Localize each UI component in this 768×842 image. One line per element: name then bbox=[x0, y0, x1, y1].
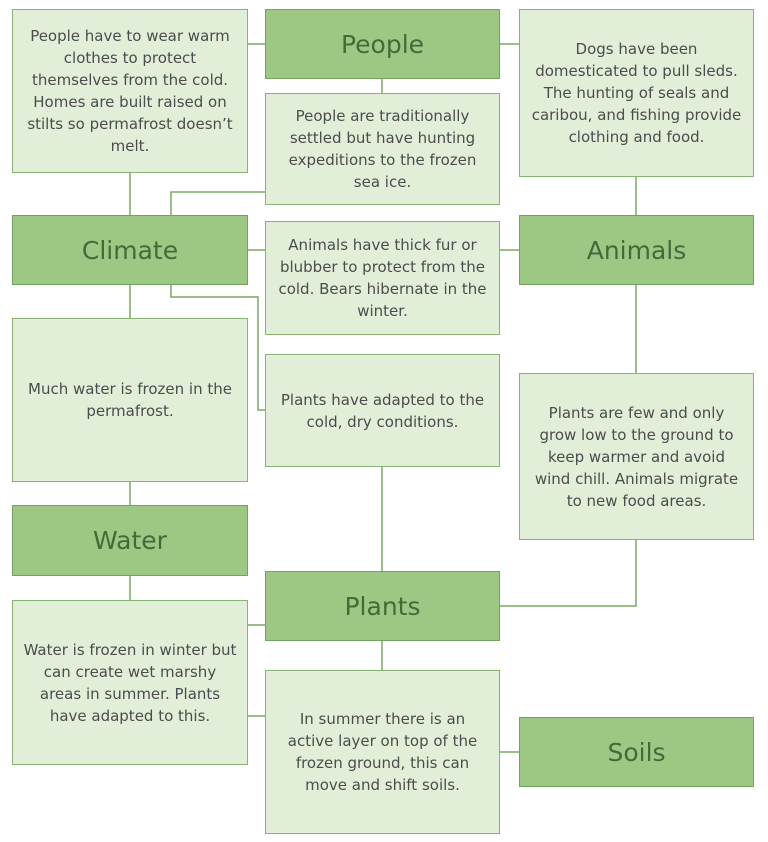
note-water-frozen: Much water is frozen in the permafrost. bbox=[12, 318, 248, 482]
heading-soils: Soils bbox=[519, 717, 754, 787]
note-water-frozen-text: Much water is frozen in the permafrost. bbox=[28, 380, 232, 420]
heading-climate-label: Climate bbox=[81, 235, 179, 265]
heading-animals-label: Animals bbox=[586, 235, 687, 265]
note-animals-fur: Animals have thick fur or blubber to pro… bbox=[265, 221, 500, 335]
heading-water: Water bbox=[12, 505, 248, 576]
connector-settled-climate bbox=[170, 191, 265, 215]
note-water-winter-text: Water is frozen in winter but can create… bbox=[23, 640, 237, 725]
note-summer-layer-text: In summer there is an active layer on to… bbox=[287, 710, 478, 794]
connector-plantsfew-plants bbox=[500, 540, 637, 607]
note-animals-fur-text: Animals have thick fur or blubber to pro… bbox=[278, 236, 487, 320]
heading-climate: Climate bbox=[12, 215, 248, 285]
heading-people-label: People bbox=[340, 29, 425, 59]
note-dogs-text: Dogs have been domesticated to pull sled… bbox=[531, 40, 742, 146]
note-people-clothes-text: People have to wear warm clothes to prot… bbox=[27, 27, 233, 155]
note-plants-few: Plants are few and only grow low to the … bbox=[519, 373, 754, 540]
connector-climate-plantsadapted bbox=[170, 285, 265, 411]
note-plants-adapted-text: Plants have adapted to the cold, dry con… bbox=[280, 390, 485, 431]
heading-plants: Plants bbox=[265, 571, 500, 641]
note-water-winter: Water is frozen in winter but can create… bbox=[12, 600, 248, 765]
heading-soils-label: Soils bbox=[607, 737, 666, 767]
note-summer-layer: In summer there is an active layer on to… bbox=[265, 670, 500, 834]
heading-plants-label: Plants bbox=[344, 591, 421, 621]
heading-animals: Animals bbox=[519, 215, 754, 285]
heading-water-label: Water bbox=[93, 526, 167, 555]
note-plants-few-text: Plants are few and only grow low to the … bbox=[534, 403, 739, 510]
note-people-clothes: People have to wear warm clothes to prot… bbox=[12, 9, 248, 173]
note-plants-adapted: Plants have adapted to the cold, dry con… bbox=[265, 354, 500, 467]
note-dogs: Dogs have been domesticated to pull sled… bbox=[519, 9, 754, 177]
heading-people: People bbox=[265, 9, 500, 79]
note-people-settled: People are traditionally settled but hav… bbox=[265, 93, 500, 205]
note-people-settled-text: People are traditionally settled but hav… bbox=[288, 107, 477, 191]
